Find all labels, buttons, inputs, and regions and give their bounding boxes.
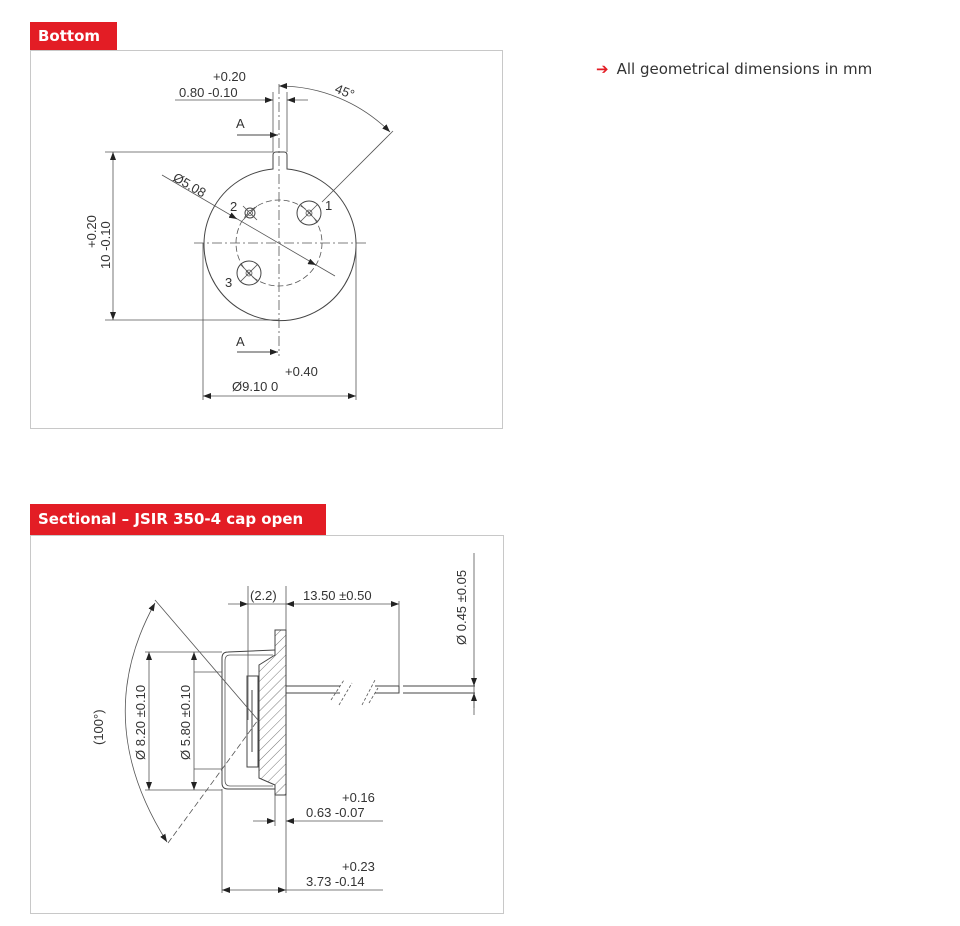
- tab-width-dimension: 0.80 -0.10: [179, 85, 238, 100]
- pin-1: [296, 200, 322, 226]
- bottom-view-title: Bottom: [30, 22, 117, 50]
- height-tolerance: +0.23: [342, 859, 375, 874]
- sectional-view-drawing: Ø 0.45 ±0.05 (2.2) 13.50 ±0.50 Ø 8.20 ±0…: [91, 553, 477, 893]
- flange-dimension: 0.63 -0.07: [306, 805, 365, 820]
- flange-tolerance: +0.16: [342, 790, 375, 805]
- units-note: ➔ All geometrical dimensions in mm: [596, 60, 872, 78]
- cap-outline: [221, 649, 276, 790]
- pin-3: [236, 260, 262, 286]
- height-dimension: 10 -0.10: [98, 221, 113, 269]
- field-of-view-angle: (100°): [91, 709, 106, 745]
- outer-diameter: Ø 8.20 ±0.10: [133, 685, 148, 760]
- window-diameter: Ø 5.80 ±0.10: [178, 685, 193, 760]
- units-note-text: All geometrical dimensions in mm: [616, 60, 873, 78]
- section-a-bottom-label: A: [236, 334, 245, 349]
- pin-1-label: 1: [325, 198, 332, 213]
- arrow-right-icon: ➔: [596, 60, 609, 78]
- angle-dimension: 45°: [333, 81, 357, 102]
- sensor-chip: [246, 675, 259, 768]
- bottom-view-drawing: 1 2 3 +0.20 0.80 -0.10 45° A A Ø5.08 +0.…: [84, 69, 394, 400]
- bottom-view-frame: [30, 50, 503, 429]
- lead-diameter: Ø 0.45 ±0.05: [454, 570, 469, 645]
- pin-circle: [235, 199, 323, 287]
- sectional-view-title: Sectional – JSIR 350-4 cap open: [30, 504, 326, 535]
- pin-3-label: 3: [225, 275, 232, 290]
- lead-length-dimension: 13.50 ±0.50: [303, 588, 372, 603]
- section-a-top-label: A: [236, 116, 245, 131]
- housing-outline: [203, 151, 357, 322]
- pin-circle-diameter: Ø5.08: [171, 170, 209, 201]
- height-dimension: 3.73 -0.14: [306, 874, 365, 889]
- height-tolerance: +0.20: [84, 215, 99, 248]
- pin-2: [242, 205, 258, 221]
- tab-width-tolerance: +0.20: [213, 69, 246, 84]
- cap-depth-dimension: (2.2): [250, 588, 277, 603]
- diameter-tolerance: +0.40: [285, 364, 318, 379]
- diameter-dimension: Ø9.10 0: [232, 379, 278, 394]
- sectional-view-frame: [30, 535, 504, 914]
- pin-2-label: 2: [230, 199, 237, 214]
